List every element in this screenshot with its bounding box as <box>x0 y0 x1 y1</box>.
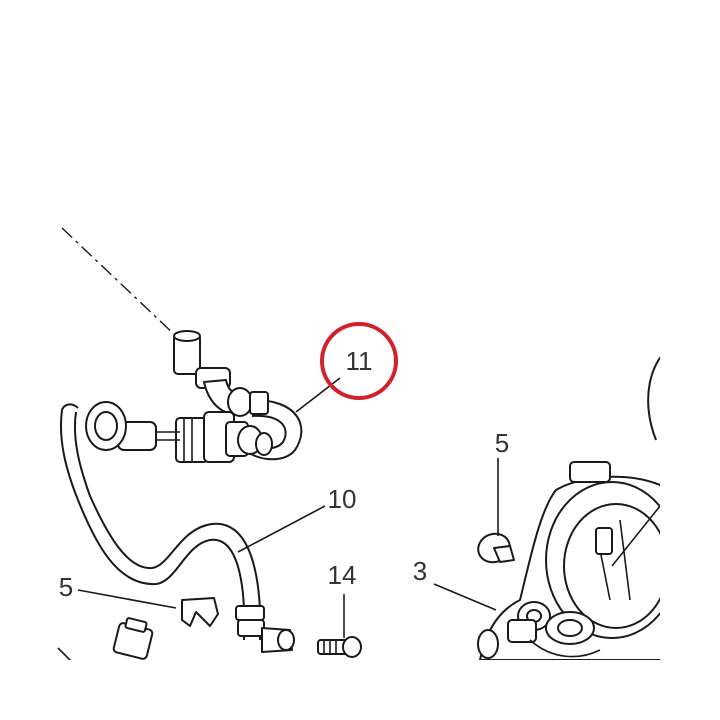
clip-part-5-left <box>181 597 219 627</box>
cap-part-5-right <box>477 532 515 564</box>
bolt-part-14 <box>317 636 362 658</box>
elbow-pipe <box>173 330 269 417</box>
callout-11: 11 <box>346 346 373 376</box>
leader-lines <box>57 377 660 660</box>
centerline <box>61 227 179 339</box>
callout-5-left: 5 <box>59 572 73 602</box>
callout-10: 10 <box>328 484 357 514</box>
throttle-body-part-3 <box>477 461 660 660</box>
highlight-circle <box>320 322 398 400</box>
end-cap-nozzle <box>85 401 180 451</box>
callout-5-right: 5 <box>495 428 509 458</box>
callout-3: 3 <box>413 556 427 586</box>
connector-fitting <box>175 411 273 463</box>
callout-14: 14 <box>328 560 357 590</box>
electrical-connector <box>112 617 154 660</box>
adjacent-part-edge <box>647 356 660 441</box>
lower-hose-fitting <box>235 605 295 653</box>
